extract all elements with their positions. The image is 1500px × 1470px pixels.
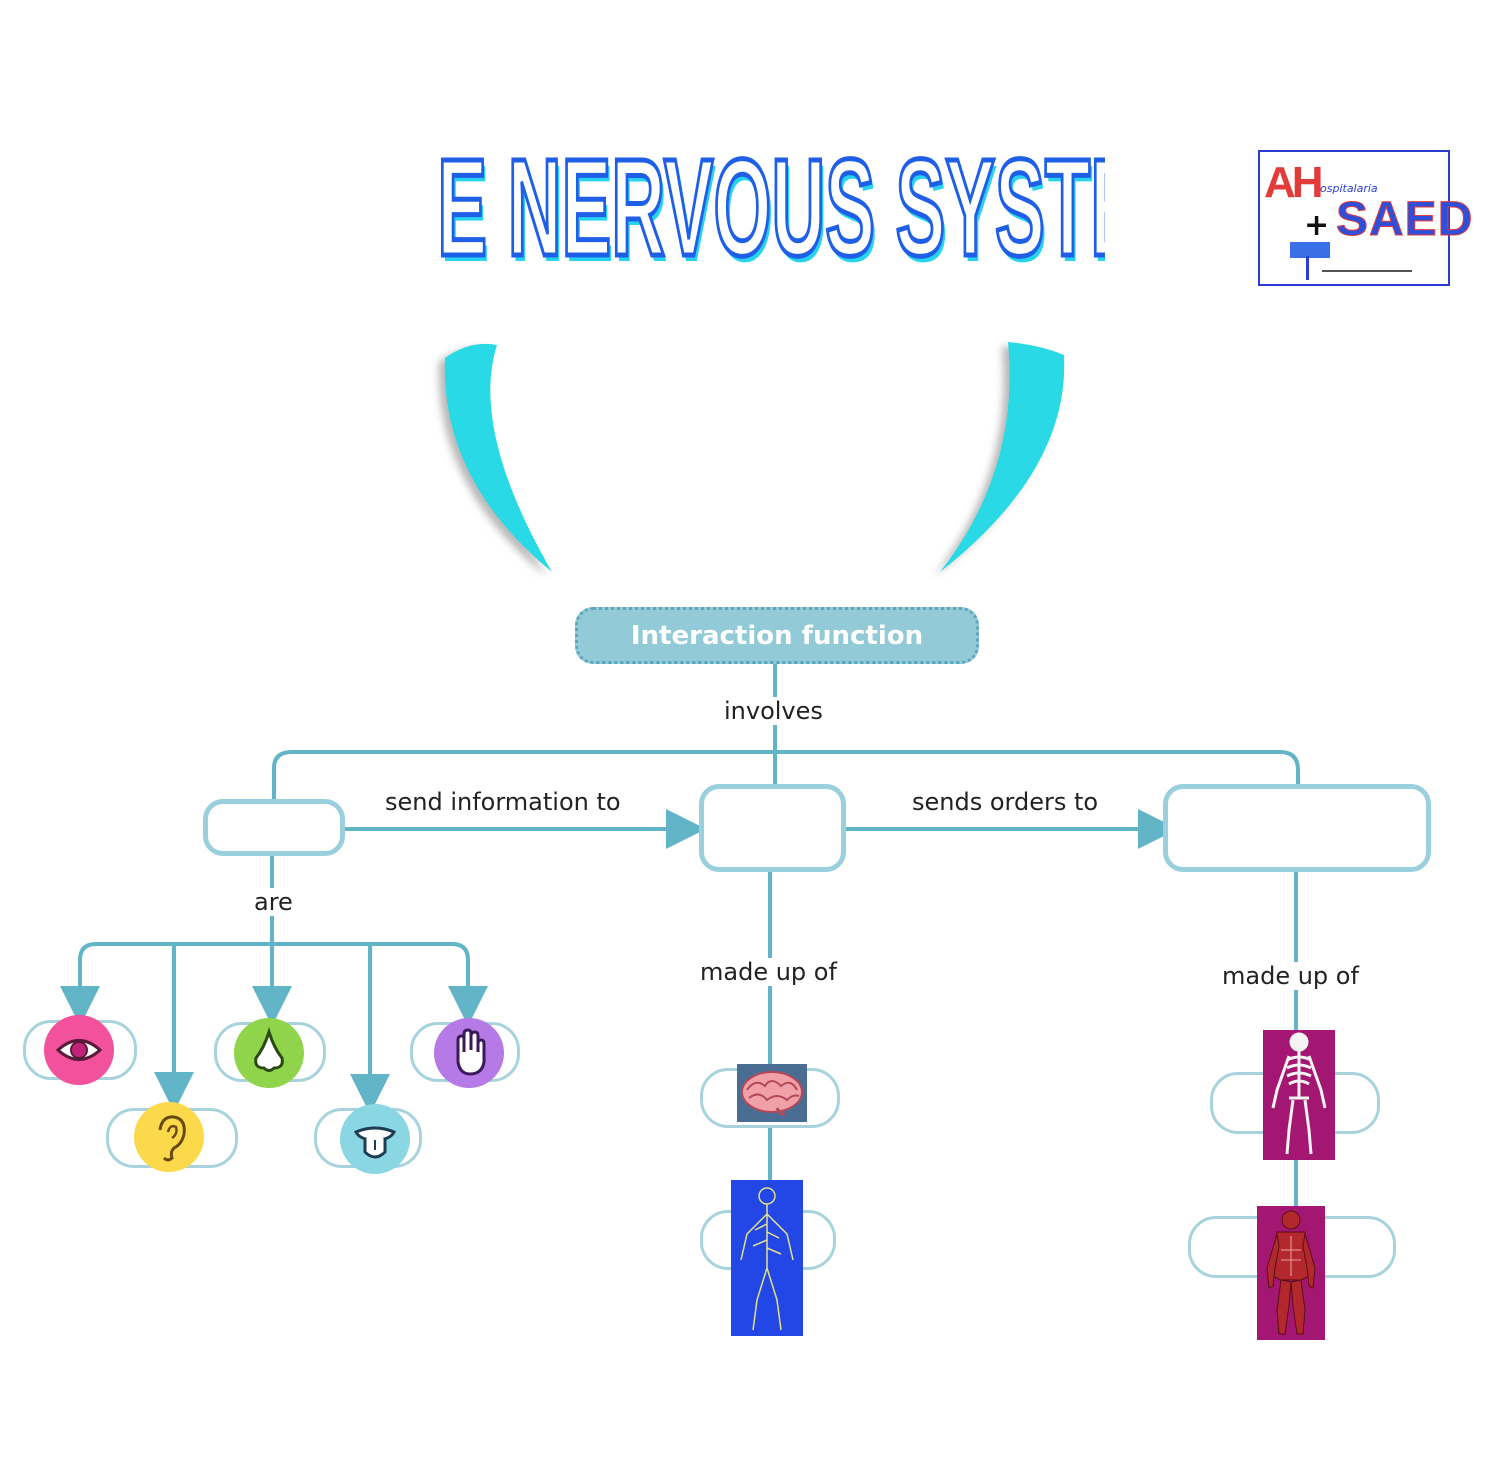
label-are: are bbox=[252, 888, 295, 916]
signpost-icon bbox=[1290, 242, 1330, 258]
logo: AH ospitalaria + SAED bbox=[1258, 150, 1473, 286]
root-node: Interaction function bbox=[575, 607, 979, 664]
hand-icon bbox=[434, 1018, 504, 1088]
label-made-up-of-right: made up of bbox=[1220, 962, 1361, 990]
skeleton-image bbox=[1263, 1030, 1335, 1160]
logo-plus: + bbox=[1304, 208, 1330, 243]
eye-icon bbox=[44, 1015, 114, 1085]
brain-image bbox=[737, 1064, 807, 1122]
label-involves: involves bbox=[722, 697, 825, 725]
title-area: THE NERVOUS SYSTEM bbox=[0, 0, 1500, 300]
ear-icon bbox=[134, 1102, 204, 1172]
page-title: THE NERVOUS SYSTEM bbox=[435, 128, 1105, 287]
muscles-image bbox=[1257, 1206, 1325, 1340]
signpost-pole bbox=[1306, 256, 1309, 280]
locomotor-system-box[interactable] bbox=[1163, 784, 1431, 872]
label-sends-orders-to: sends orders to bbox=[910, 788, 1101, 816]
logo-brand: SAED bbox=[1335, 193, 1474, 247]
nerves-image bbox=[731, 1180, 803, 1336]
nose-icon bbox=[234, 1018, 304, 1088]
tongue-icon bbox=[340, 1104, 410, 1174]
logo-signature bbox=[1322, 270, 1412, 272]
logo-mark: AH bbox=[1264, 158, 1324, 207]
label-made-up-of-center: made up of bbox=[698, 958, 839, 986]
nervous-system-box[interactable] bbox=[699, 784, 846, 872]
logo-small-text: ospitalaria bbox=[1320, 182, 1378, 195]
sense-organs-box[interactable] bbox=[203, 799, 345, 856]
left-bracket bbox=[444, 343, 552, 572]
right-bracket bbox=[940, 342, 1065, 572]
label-send-information-to: send information to bbox=[383, 788, 623, 816]
